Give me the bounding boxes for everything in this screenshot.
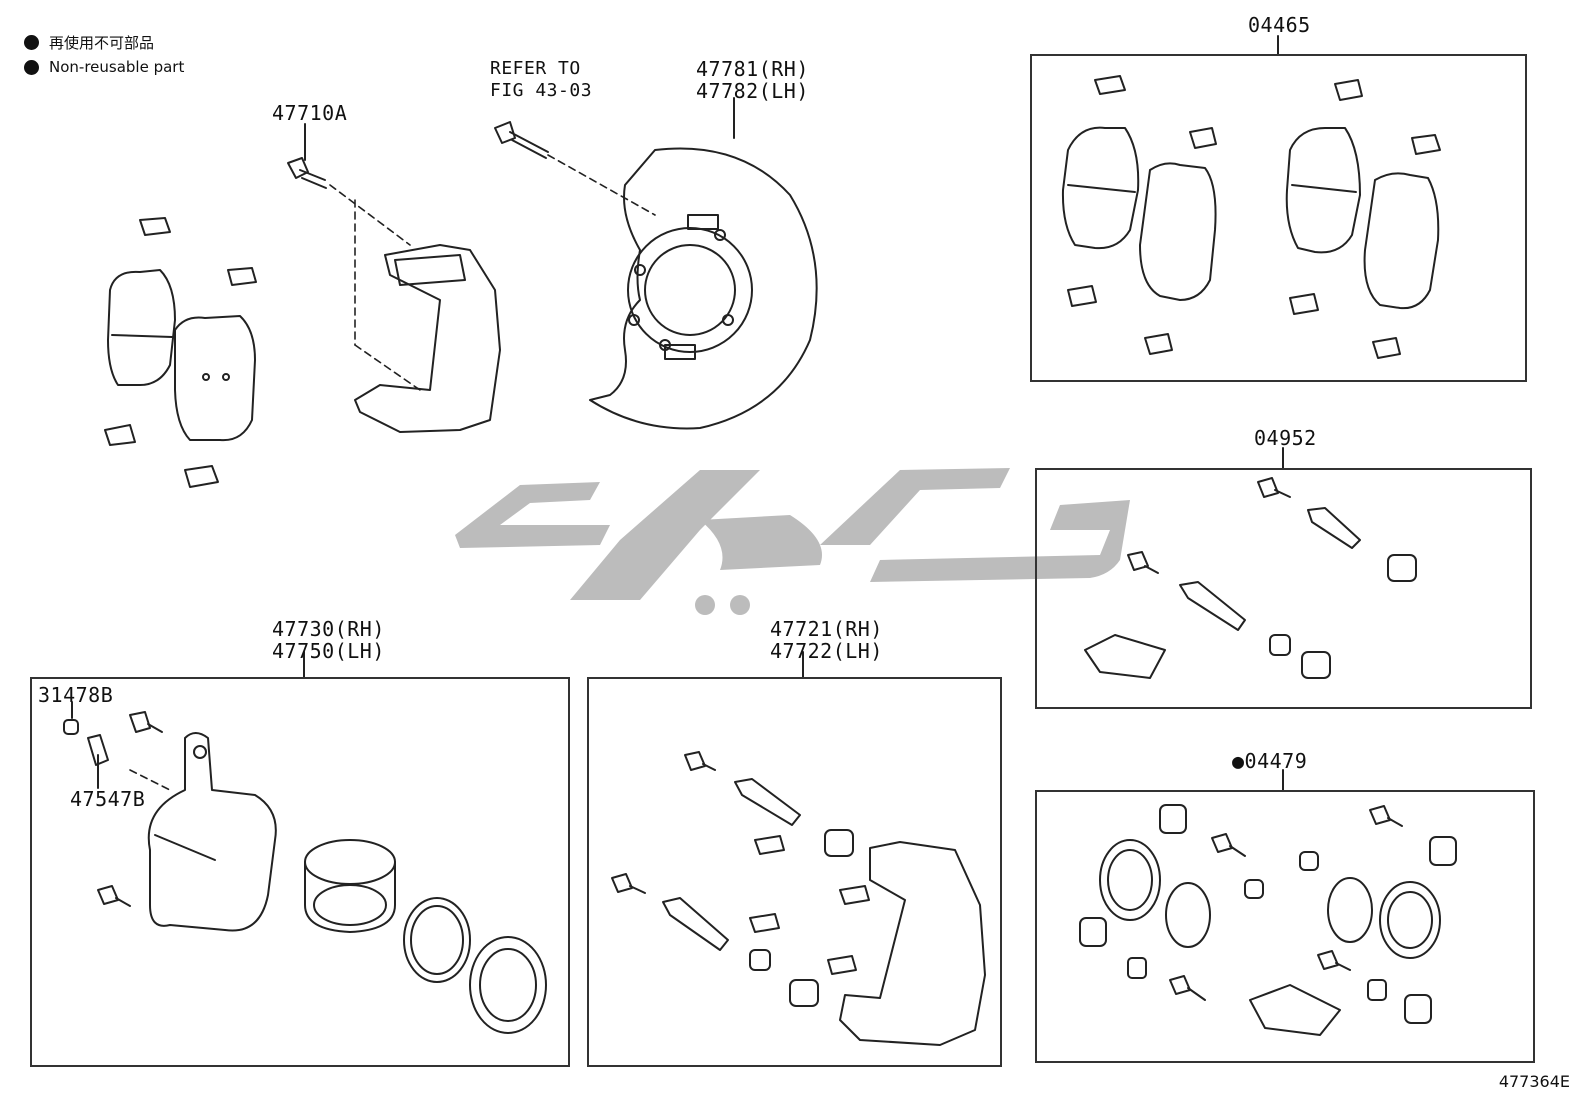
watermark-logo xyxy=(455,468,1130,615)
part-label-04952[interactable]: 04952 xyxy=(1254,426,1317,450)
part-label-04479[interactable]: ●04479 xyxy=(1232,749,1308,773)
part-label-47782[interactable]: 47782(LH) xyxy=(696,79,809,103)
part-label-47722[interactable]: 47722(LH) xyxy=(770,639,883,663)
legend-non-reusable-jp: 再使用不可部品 xyxy=(24,32,154,53)
part-label-31478b[interactable]: 31478B xyxy=(38,683,114,707)
legend-text-en: Non-reusable part xyxy=(49,58,185,76)
legend-non-reusable-en: Non-reusable part xyxy=(24,58,184,76)
refer-to-label: REFER TO xyxy=(490,58,581,79)
refer-fig-label[interactable]: FIG 43-03 xyxy=(490,80,593,101)
non-reusable-dot-icon xyxy=(24,59,39,75)
part-label-47730[interactable]: 47730(RH) xyxy=(272,617,385,641)
figure-number: 477364E xyxy=(1498,1072,1570,1091)
part-label-47721[interactable]: 47721(RH) xyxy=(770,617,883,641)
part-label-47781[interactable]: 47781(RH) xyxy=(696,57,809,81)
part-label-47710a[interactable]: 47710A xyxy=(272,101,348,125)
mounting-assembly-box xyxy=(587,677,1002,1067)
part-label-47547b[interactable]: 47547B xyxy=(70,787,146,811)
cylinder-assembly-box xyxy=(30,677,570,1067)
part-label-47750[interactable]: 47750(LH) xyxy=(272,639,385,663)
cylinder-kit-box xyxy=(1035,790,1535,1063)
pad-kit-box xyxy=(1030,54,1527,382)
non-reusable-dot-icon xyxy=(24,35,39,50)
slide-pin-kit-box xyxy=(1035,468,1532,709)
legend-text-jp: 再使用不可部品 xyxy=(49,34,155,52)
part-label-04465[interactable]: 04465 xyxy=(1248,13,1311,37)
